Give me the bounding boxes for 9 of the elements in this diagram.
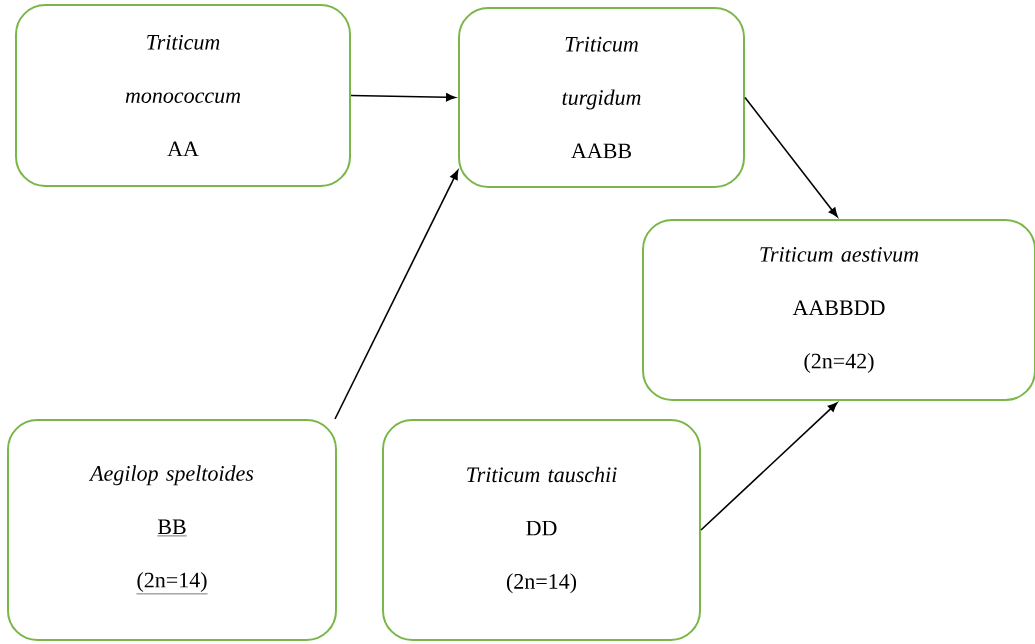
- arrow: [744, 96, 838, 218]
- species-box: Aegilop speltoides BB (2n=14): [7, 419, 337, 641]
- arrow: [334, 170, 459, 420]
- species-box: Triticum aestivum AABBDD (2n=42): [642, 219, 1035, 401]
- species-box: Triticum turgidum AABB: [458, 7, 745, 188]
- species-box: Triticum monococcum AA: [15, 4, 351, 187]
- arrow: [350, 93, 456, 102]
- arrow: [700, 402, 838, 531]
- species-box: Triticum tauschii DD (2n=14): [382, 419, 701, 641]
